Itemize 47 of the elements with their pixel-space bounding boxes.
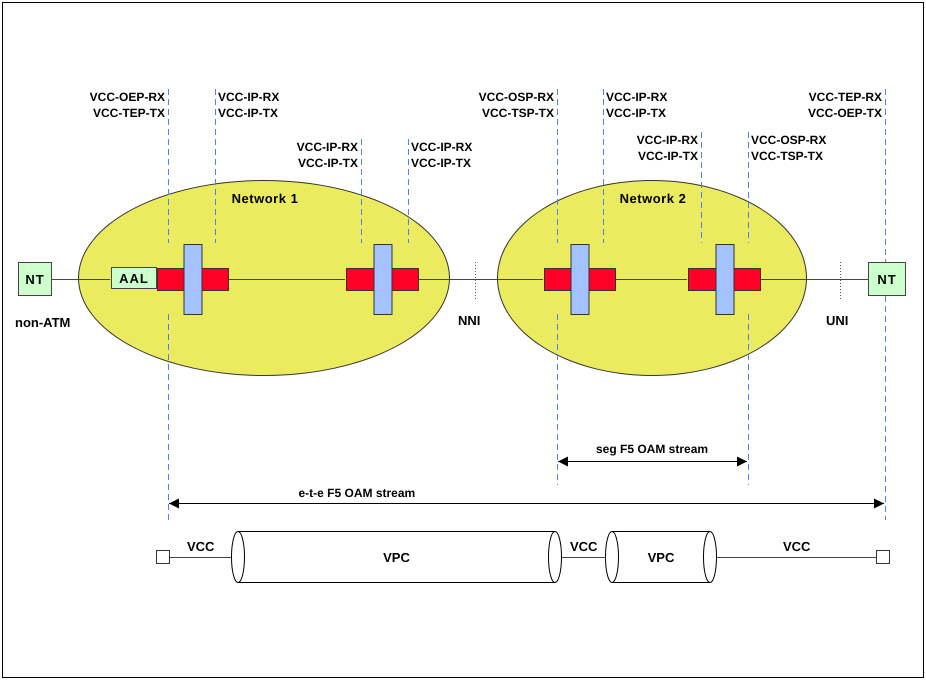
connection-point-block (157, 244, 229, 315)
node-caption: non-ATM (15, 315, 70, 331)
reference-line (168, 88, 169, 244)
connection-point-block (688, 244, 761, 315)
reference-point-label: VCC-OSP-RX VCC-TSP-TX (748, 132, 843, 164)
connector-line (52, 279, 110, 280)
reference-point-label: VCC-OEP-RX VCC-TEP-TX (78, 89, 168, 121)
edge-label: VCC (568, 538, 600, 554)
network-label: Network 2 (618, 191, 688, 207)
connector-line (614, 279, 688, 280)
annotation-label: e-t-e F5 OAM stream (298, 485, 416, 501)
reference-point-label: VCC-TEP-RX VCC-OEP-TX (795, 89, 885, 121)
network-label: Network 1 (230, 191, 300, 207)
aal-box: AAL (111, 267, 157, 289)
connector-line (716, 557, 876, 558)
reference-line (748, 132, 749, 244)
annotation-label: seg F5 OAM stream (596, 441, 708, 457)
annotation-label: NNI (458, 313, 480, 329)
reference-point-label: VCC-IP-RX VCC-IP-TX (603, 89, 693, 121)
reference-line (885, 88, 886, 262)
reference-line (603, 88, 604, 244)
reference-line (557, 88, 558, 244)
edge-label: VCC (185, 538, 216, 554)
reference-point-label: VCC-IP-RX VCC-IP-TX (408, 139, 488, 171)
end-point-square (876, 550, 890, 564)
reference-line (408, 138, 409, 244)
connection-point-block (544, 244, 616, 315)
connector-line (170, 557, 232, 558)
reference-point-label: VCC-IP-RX VCC-IP-TX (624, 132, 701, 164)
reference-line (701, 132, 702, 244)
vpc-cylinder: VPC (605, 531, 717, 583)
edge-label: VCC (781, 538, 812, 554)
reference-point-label: VCC-IP-RX VCC-IP-TX (215, 89, 305, 121)
connector-line (562, 557, 606, 558)
connector-line (228, 279, 346, 280)
reference-line (215, 88, 216, 244)
connector-line (418, 279, 544, 280)
terminal-box: NT (18, 262, 52, 296)
terminal-box: NT (868, 262, 906, 296)
connection-point-block (346, 244, 419, 315)
end-point-square (156, 550, 170, 564)
reference-point-label: VCC-OSP-RX VCC-TSP-TX (467, 89, 557, 121)
reference-point-label: VCC-IP-RX VCC-IP-TX (282, 139, 361, 171)
connector-line (760, 279, 868, 280)
annotation-label: UNI (826, 313, 848, 329)
vpc-cylinder: VPC (231, 531, 562, 583)
reference-line (361, 138, 362, 244)
